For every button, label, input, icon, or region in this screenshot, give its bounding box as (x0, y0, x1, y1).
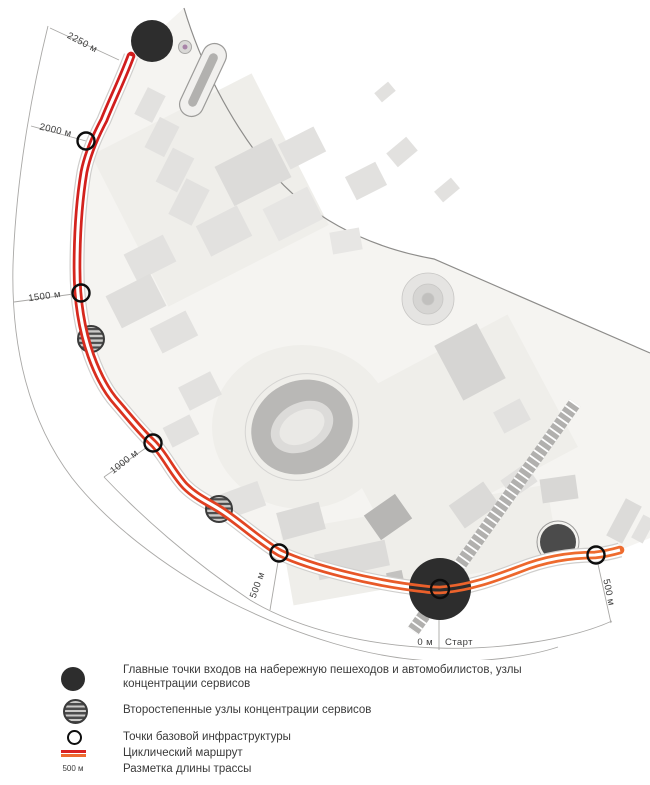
infra-node-2 (71, 283, 91, 303)
legend-label-route: Циклический маршрут (123, 747, 243, 759)
distance-label: 1000 м (108, 448, 141, 477)
infra-node-4 (269, 543, 289, 563)
track-knob-dot (182, 44, 188, 50)
building (344, 161, 388, 201)
building (155, 147, 195, 193)
legend-row-main (61, 667, 85, 691)
building (631, 514, 650, 544)
route-orange-bar (61, 754, 86, 757)
distance-label: 2000 м (38, 122, 72, 140)
distance-arc-1 (12, 25, 559, 660)
legend-label-secondary: Второстепенные узлы концентрации сервисо… (123, 704, 372, 716)
building (374, 81, 396, 103)
building (363, 493, 413, 541)
building (434, 177, 460, 203)
building (105, 273, 167, 329)
distance-label: 0 м (417, 637, 433, 648)
building (162, 414, 200, 448)
building (386, 136, 418, 168)
legend-row-secondary (63, 699, 88, 724)
distance-arc-2 (103, 476, 613, 649)
stadium-ring (244, 373, 360, 481)
building (195, 205, 253, 257)
building (262, 186, 324, 242)
building (493, 398, 531, 434)
route-line-icon (61, 750, 86, 757)
legend-row-basic (67, 730, 82, 745)
building (178, 371, 222, 411)
building (134, 87, 166, 123)
building (144, 116, 180, 158)
building (434, 323, 506, 401)
distance-tick-1 (49, 27, 120, 61)
legend: Главные точки входов на набережную пешех… (0, 656, 650, 785)
building (123, 234, 177, 282)
building (149, 310, 199, 354)
infra-node-icon (67, 730, 82, 745)
infra-node-1 (76, 131, 96, 151)
distance-tick-7 (595, 554, 612, 624)
route-red-bar (61, 750, 86, 753)
building (606, 498, 642, 544)
distance-label: 1500 м (28, 289, 62, 304)
track-strip (188, 53, 218, 107)
cyclic-route-gap (75, 55, 621, 592)
scale-mark-icon: 500 м (62, 764, 84, 773)
building (448, 481, 500, 529)
arena-ring (421, 292, 435, 306)
distance-label: 500 м (248, 571, 268, 600)
stadium-ring (279, 408, 325, 446)
infra-node-5 (586, 545, 606, 565)
main-node-1 (131, 20, 173, 62)
site-plan: 2250 м 2000 м 1500 м 1000 м 500 м 0 м Старт 500… (12, 7, 650, 660)
legend-label-scale: Разметка длины трассы (123, 763, 252, 775)
distance-label: 500 м (600, 578, 616, 607)
distance-tick-5 (269, 555, 280, 611)
infra-node-6 (429, 578, 451, 600)
infra-node-3 (143, 433, 163, 453)
distance-tick-4 (103, 442, 154, 478)
main-node-icon (61, 667, 85, 691)
building (276, 501, 326, 541)
building (277, 126, 327, 170)
legend-label-basic: Точки базовой инфраструктуры (123, 731, 291, 743)
building (539, 474, 579, 504)
distance-label: 2250 м (65, 30, 99, 55)
secondary-node-icon (63, 699, 88, 724)
distance-label: Старт (445, 637, 473, 648)
distance-tick-3 (13, 292, 82, 303)
building (168, 178, 210, 226)
legend-label-main: Главные точки входов на набережную пешех… (123, 664, 522, 690)
ground-patch (322, 314, 578, 546)
building (214, 137, 292, 207)
building (329, 227, 363, 255)
